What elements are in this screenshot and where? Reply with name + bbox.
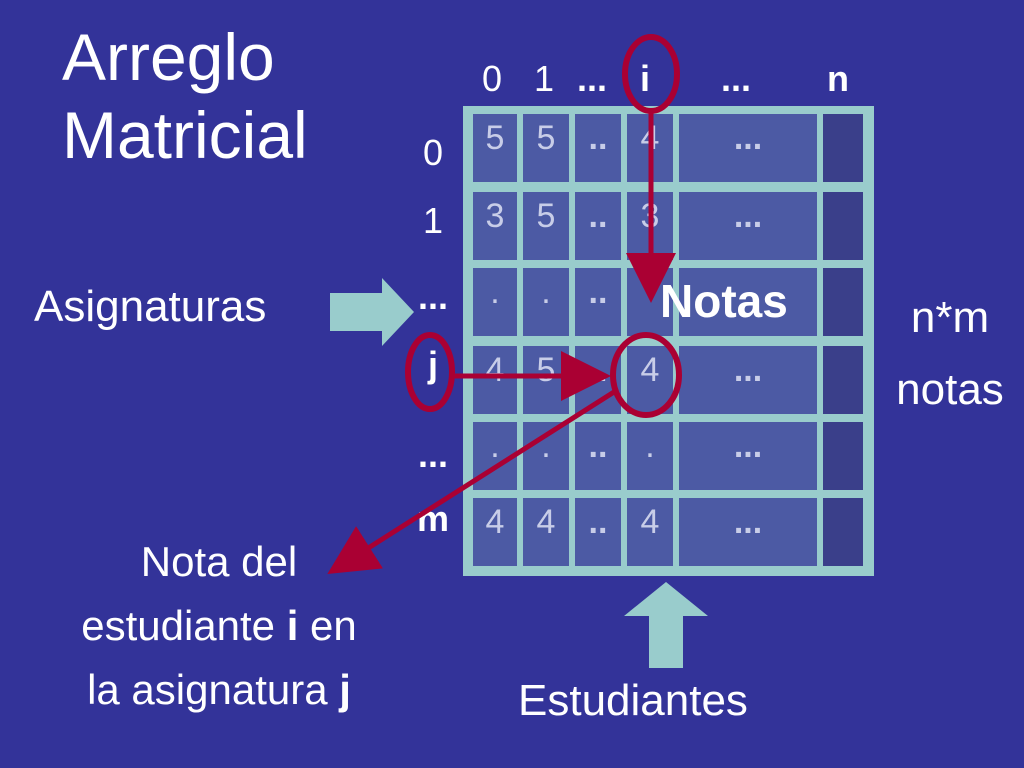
- matrix-cell-r2-c2: ..: [575, 268, 621, 336]
- matrix-cell-r5-c5: [823, 498, 863, 566]
- matrix-cell-r4-c4: ...: [679, 422, 817, 490]
- column-header-i: i: [639, 58, 650, 99]
- row-j-highlight: [405, 332, 455, 412]
- nota-text-c: en: [298, 602, 357, 649]
- row-header-ellipsis-2: ...: [417, 434, 448, 475]
- column-header-ellipsis-2: ...: [720, 58, 751, 99]
- row-header-ellipsis-1: ...: [417, 276, 448, 317]
- nota-text-a: estudiante: [81, 602, 287, 649]
- title-line-2: Matricial: [62, 98, 308, 172]
- matrix-cell-r3-c3: 4: [627, 346, 673, 414]
- matrix-cell-r2-c1: .: [523, 268, 569, 336]
- asignaturas-label: Asignaturas: [34, 282, 267, 331]
- slide-title: Arreglo Matricial: [62, 18, 308, 174]
- nota-description-line-2: estudiante i en: [24, 594, 414, 658]
- nota-text-d: la asignatura: [87, 666, 340, 713]
- nm-label-line-1: n*m: [910, 293, 990, 342]
- nota-text-i: i: [286, 602, 299, 649]
- nota-description: Nota del estudiante i en la asignatura j: [24, 530, 414, 722]
- matrix-cell-r1-c2: ..: [575, 192, 621, 260]
- estudiantes-label: Estudiantes: [518, 676, 748, 725]
- title-line-1: Arreglo: [62, 20, 275, 94]
- matrix-cell-r2-c0: .: [473, 268, 517, 336]
- row-header-1: 1: [422, 200, 444, 241]
- cell-to-description-arrow: [327, 389, 616, 575]
- notas-label: Notas: [660, 275, 788, 327]
- matrix-cell-r3-c5: [823, 346, 863, 414]
- matrix-cell-r4-c3: .: [627, 422, 673, 490]
- matrix-cell-r0-c2: ..: [575, 114, 621, 182]
- asignaturas-arrow-icon: [330, 278, 414, 346]
- matrix-cell-r2-c4: [679, 268, 817, 336]
- matrix-cell-r1-c5: [823, 192, 863, 260]
- row-header-j: j: [427, 344, 438, 385]
- matrix-cell-r2-c5: [823, 268, 863, 336]
- nm-notas-label: n*m notas: [880, 282, 1020, 426]
- column-header-n: n: [827, 58, 849, 99]
- matrix-cell-r0-c0: 5: [473, 114, 517, 182]
- matrix-cell-r5-c1: 4: [523, 498, 569, 566]
- matrix-cell-r0-c5: [823, 114, 863, 182]
- matrix-cell-r4-c2: ..: [575, 422, 621, 490]
- matrix-cell-r5-c0: 4: [473, 498, 517, 566]
- matrix-cell-r5-c2: ..: [575, 498, 621, 566]
- row-header-0: 0: [422, 132, 444, 173]
- column-header-0: 0: [481, 58, 503, 99]
- matrix-cell-r5-c4: ...: [679, 498, 817, 566]
- matrix-cell-r1-c1: 5: [523, 192, 569, 260]
- nota-description-line-1: Nota del: [140, 538, 298, 585]
- matrix-cell-r0-c4: ...: [679, 114, 817, 182]
- column-header-1: 1: [533, 58, 555, 99]
- matrix-cell-r0-c1: 5: [523, 114, 569, 182]
- nota-description-line-3: la asignatura j: [24, 658, 414, 722]
- column-header-ellipsis-1: ...: [576, 58, 607, 99]
- matrix-cell-r3-c4: ...: [679, 346, 817, 414]
- matrix-cell-r4-c5: [823, 422, 863, 490]
- matrix-cell-r1-c0: 3: [473, 192, 517, 260]
- estudiantes-arrow-icon: [624, 582, 708, 668]
- matrix-cell-r3-c0: 4: [473, 346, 517, 414]
- nota-text-j: j: [339, 666, 351, 713]
- matrix-cell-r5-c3: 4: [627, 498, 673, 566]
- column-i-highlight: [622, 34, 680, 114]
- matrix-cell-r1-c4: ...: [679, 192, 817, 260]
- cell-ij-highlight: [610, 332, 682, 418]
- nm-label-line-2: notas: [896, 365, 1004, 414]
